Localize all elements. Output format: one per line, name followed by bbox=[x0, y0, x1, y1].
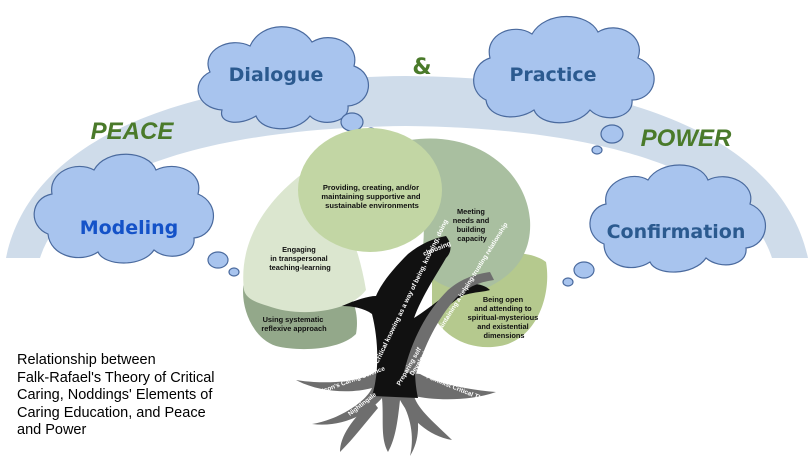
caption-line: Caring Education, and Peace bbox=[17, 404, 206, 421]
caption-line: Relationship between bbox=[17, 352, 156, 368]
peace-power-arc bbox=[6, 76, 808, 258]
practice-label: Practice bbox=[509, 64, 596, 86]
ampersand-label: & bbox=[412, 55, 431, 80]
tree-roots bbox=[296, 370, 496, 456]
relationship-branch bbox=[404, 272, 494, 374]
caption-line: and Power bbox=[17, 422, 87, 438]
dialogue-label: Dialogue bbox=[229, 64, 324, 86]
caption-line: Caring, Noddings' Elements of bbox=[17, 387, 213, 403]
providing-text: Providing, creating, and/or maintaining … bbox=[321, 183, 422, 210]
providing-circle bbox=[298, 128, 442, 252]
peace-label: PEACE bbox=[91, 118, 175, 145]
being-open-text: Being open and attending to spiritual-my… bbox=[468, 295, 541, 340]
confirmation-cloud bbox=[562, 164, 767, 287]
modeling-label: Modeling bbox=[80, 217, 179, 239]
engaging-text: Engaging in transpersonal teaching-learn… bbox=[269, 245, 331, 272]
systematic-text: Using systematic reflexive approach bbox=[261, 315, 327, 333]
practice-cloud bbox=[473, 15, 655, 155]
dialogue-cloud bbox=[197, 26, 377, 137]
tree-trunk bbox=[342, 236, 490, 398]
caption-line: Falk-Rafael's Theory of Critical bbox=[17, 369, 215, 386]
figure-caption: Relationship between Falk-Rafael's Theor… bbox=[17, 352, 257, 440]
tree-canopy bbox=[243, 128, 548, 350]
confirmation-label: Confirmation bbox=[607, 221, 746, 243]
meeting-needs-text: Meeting needs and building capacity bbox=[453, 207, 492, 243]
modeling-cloud bbox=[33, 153, 240, 277]
power-label: POWER bbox=[641, 125, 732, 152]
